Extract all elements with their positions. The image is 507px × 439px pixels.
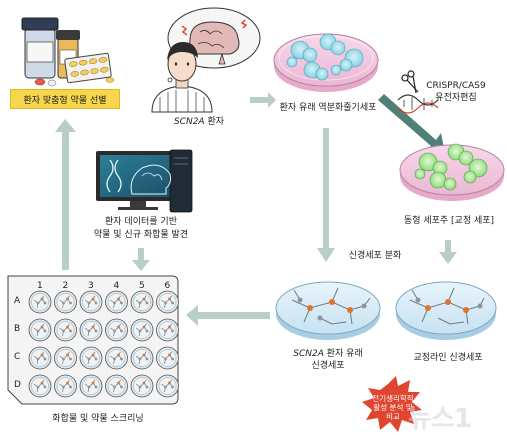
well-D1: [28, 374, 52, 398]
plate-row-D: D: [14, 380, 21, 390]
well-C1: [28, 346, 52, 370]
arrow-isogenic-down: [439, 240, 457, 264]
electrophysiology-burst: [362, 376, 422, 432]
arrow-plate-up: [55, 119, 76, 270]
patient-neuron-line1: 환자 유래: [326, 349, 363, 359]
drug-discovery-line2: 약물 및 신규 화합물 발견: [93, 230, 189, 240]
arrow-neuron-to-plate: [186, 305, 270, 326]
patient-neuron-line2: 신경세포: [311, 361, 345, 371]
isogenic-label: 동형 세포주 [교정 세포]: [403, 216, 495, 226]
ipsc-dish: [273, 33, 379, 92]
well-D5: [130, 374, 154, 398]
well-A5: [130, 290, 154, 314]
plate-col-5: 5: [139, 281, 145, 291]
well-D4: [105, 374, 128, 398]
well-C3: [79, 346, 103, 370]
electro-line2: 활성 분석 및: [373, 403, 413, 412]
well-A6: [156, 290, 179, 314]
gene-edit-label: 유전자편집: [435, 93, 477, 103]
well-C2: [54, 346, 77, 370]
drug-selection-label: 환자 맞춤형 약물 선별: [10, 89, 120, 109]
corrected-neuron-label: 교정라인 신경세포: [413, 353, 483, 363]
well-B4: [105, 318, 128, 342]
screening-label: 화합물 및 약물 스크리닝: [52, 414, 144, 424]
patient-neuron-dish: [275, 281, 381, 340]
dna-scissors-icon: [397, 70, 439, 114]
corrected-neuron-dish: [395, 281, 497, 340]
well-C4: [105, 346, 128, 370]
plate-col-2: 2: [62, 281, 69, 291]
plate-col-1: 1: [37, 281, 43, 291]
well-B2: [54, 318, 77, 342]
well-B6: [156, 318, 179, 342]
plate-row-A: A: [14, 296, 21, 306]
ipsc-label: 환자 유래 역분화줄기세포: [279, 103, 377, 113]
patient-neuron-gene: SCN2A: [293, 349, 324, 359]
patient-neuron-caption: SCN2A 환자 유래: [278, 349, 378, 360]
medicine-illustration: [21, 17, 115, 87]
well-A4: [105, 290, 128, 314]
well-D2: [54, 374, 77, 398]
crispr-label: CRISPR/CAS9: [426, 81, 486, 91]
plate-col-6: 6: [164, 281, 171, 291]
patient-caption: SCN2A 환자: [164, 117, 234, 128]
plate-row-C: C: [14, 352, 21, 362]
plate-col-4: 4: [113, 281, 120, 291]
computer-illustration: [96, 149, 193, 213]
well-B1: [28, 318, 52, 342]
arrow-ipsc-to-isogenic: [378, 94, 445, 153]
plate-col-3: 3: [88, 281, 94, 291]
well-plate: [7, 275, 179, 405]
electro-line1: 전기생리학적: [372, 394, 414, 403]
drug-discovery-line1: 환자 데이터를 기반: [105, 217, 177, 227]
well-A1: [28, 290, 52, 314]
plate-row-B: B: [14, 324, 21, 334]
patient-illustration: [151, 7, 261, 113]
electro-line3: 비교: [386, 412, 400, 421]
neural-diff-label: 신경세포 분화: [348, 251, 402, 261]
well-B3: [79, 318, 103, 342]
well-D3: [79, 374, 103, 398]
well-C6: [156, 346, 179, 370]
well-A3: [79, 290, 103, 314]
isogenic-dish: [399, 143, 505, 201]
well-B5: [130, 318, 154, 342]
patient-label: 환자: [207, 117, 225, 127]
well-A2: [54, 290, 77, 314]
patient-gene-label: SCN2A: [173, 117, 205, 127]
watermark: 뉴스1: [408, 404, 472, 434]
arrow-ipsc-down: [317, 128, 335, 262]
well-D6: [156, 374, 179, 398]
arrow-computer-down: [132, 248, 150, 271]
well-C5: [130, 346, 154, 370]
arrow-patient-to-ipsc: [250, 92, 276, 108]
